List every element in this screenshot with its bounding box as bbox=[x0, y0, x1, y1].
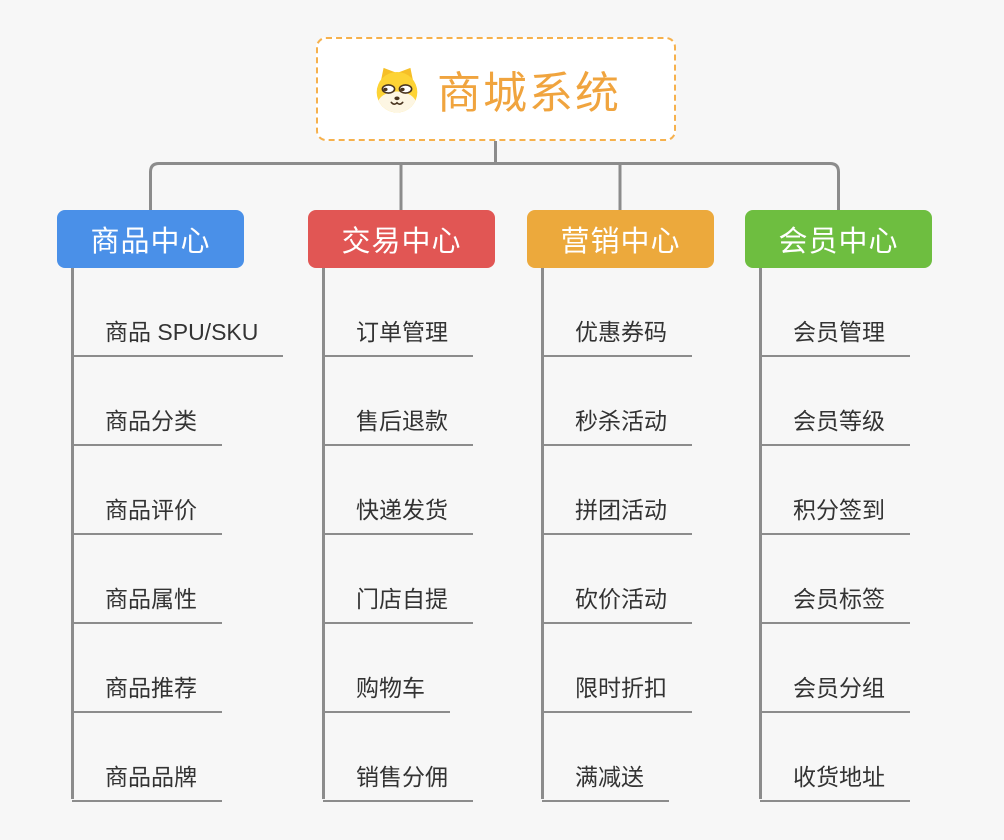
leaf-node[interactable]: 拼团活动 bbox=[542, 497, 692, 535]
leaf-node[interactable]: 商品 SPU/SKU bbox=[72, 319, 284, 357]
leaf-node[interactable]: 售后退款 bbox=[323, 408, 473, 446]
branch-node-member-center[interactable]: 会员中心 bbox=[745, 210, 932, 268]
leaf-node[interactable]: 快递发货 bbox=[323, 497, 473, 535]
leaf-node[interactable]: 砍价活动 bbox=[542, 586, 692, 624]
leaf-node[interactable]: 商品分类 bbox=[72, 408, 222, 446]
leaf-node[interactable]: 会员标签 bbox=[760, 586, 910, 624]
leaf-node[interactable]: 限时折扣 bbox=[542, 675, 692, 713]
leaf-node[interactable]: 订单管理 bbox=[323, 319, 473, 357]
leaf-node[interactable]: 商品推荐 bbox=[72, 675, 222, 713]
branch-column-marketing-center: 营销中心 优惠券码 秒杀活动 拼团活动 砍价活动 限时折扣 满减送 bbox=[527, 210, 787, 810]
leaf-node[interactable]: 秒杀活动 bbox=[542, 408, 692, 446]
leaf-node[interactable]: 商品评价 bbox=[72, 497, 222, 535]
branch-node-product-center[interactable]: 商品中心 bbox=[57, 210, 244, 268]
leaf-node[interactable]: 销售分佣 bbox=[323, 764, 473, 802]
leaf-node[interactable]: 收货地址 bbox=[760, 764, 910, 802]
leaf-node[interactable]: 会员等级 bbox=[760, 408, 910, 446]
branch-column-product-center: 商品中心 商品 SPU/SKU 商品分类 商品评价 商品属性 商品推荐 商品品牌 bbox=[57, 210, 317, 810]
leaf-node[interactable]: 满减送 bbox=[542, 764, 669, 802]
leaf-node[interactable]: 积分签到 bbox=[760, 497, 910, 535]
root-node[interactable]: 商城系统 bbox=[316, 37, 676, 141]
leaf-node[interactable]: 会员分组 bbox=[760, 675, 910, 713]
leaf-node[interactable]: 会员管理 bbox=[760, 319, 910, 357]
dog-face-icon bbox=[376, 67, 418, 113]
leaf-node[interactable]: 优惠券码 bbox=[542, 319, 692, 357]
leaf-node[interactable]: 购物车 bbox=[323, 675, 450, 713]
branch-column-trade-center: 交易中心 订单管理 售后退款 快递发货 门店自提 购物车 销售分佣 bbox=[308, 210, 568, 810]
branch-node-marketing-center[interactable]: 营销中心 bbox=[527, 210, 714, 268]
leaf-node[interactable]: 门店自提 bbox=[323, 586, 473, 624]
leaf-node[interactable]: 商品属性 bbox=[72, 586, 222, 624]
root-node-title: 商城系统 bbox=[437, 69, 621, 118]
branch-node-trade-center[interactable]: 交易中心 bbox=[308, 210, 495, 268]
branch-column-member-center: 会员中心 会员管理 会员等级 积分签到 会员标签 会员分组 收货地址 bbox=[745, 210, 1004, 810]
leaf-node[interactable]: 商品品牌 bbox=[72, 764, 222, 802]
